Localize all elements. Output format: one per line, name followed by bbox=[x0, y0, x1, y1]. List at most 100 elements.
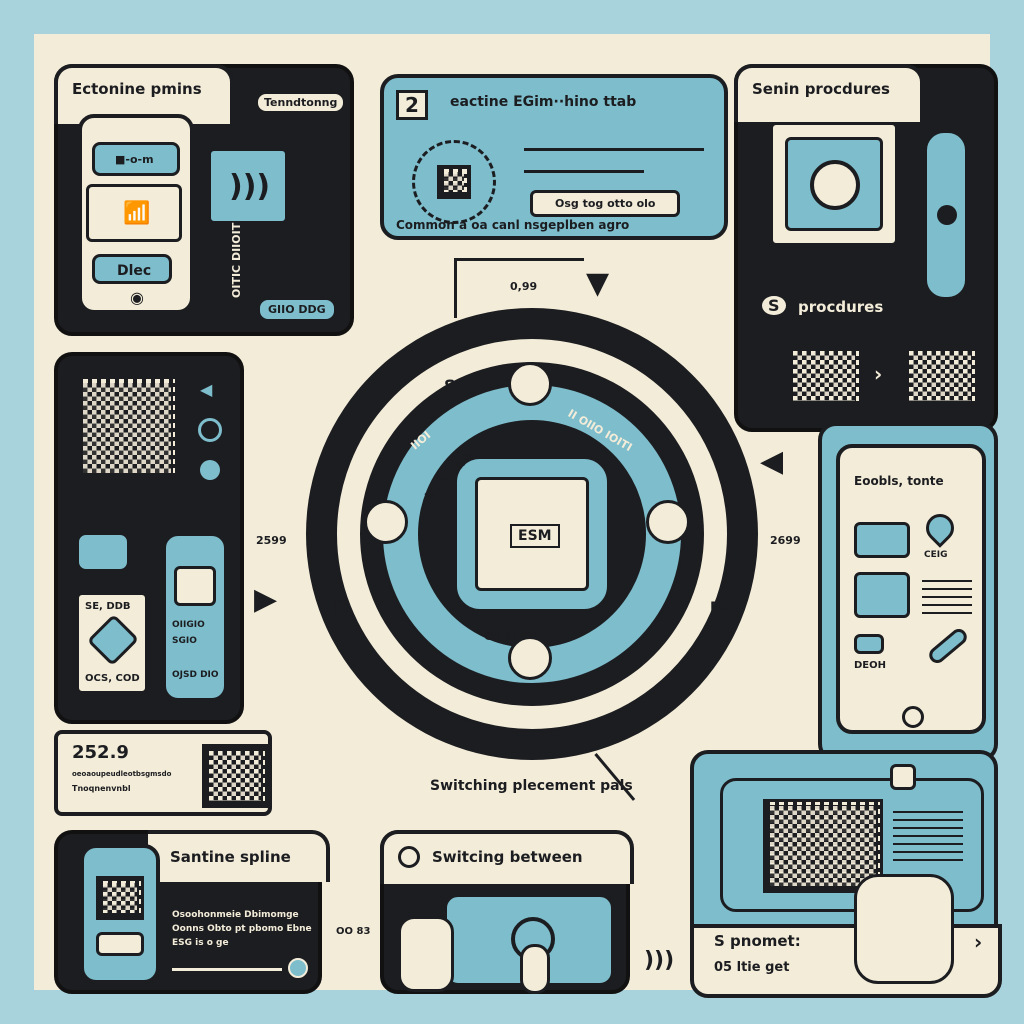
panel-right-phone: Eoobls, tonte CEIG DEOH bbox=[818, 422, 998, 762]
phone-button[interactable]: DEOH bbox=[854, 660, 887, 671]
arrow-left-icon: ◀ bbox=[760, 444, 784, 479]
ring-node-left[interactable] bbox=[364, 500, 408, 544]
card-text-3: OJSD DIO bbox=[172, 670, 219, 680]
finger-icon bbox=[520, 944, 550, 994]
location-pin-icon bbox=[920, 508, 960, 548]
toggle-icon[interactable] bbox=[198, 418, 222, 442]
pen-icon bbox=[926, 625, 970, 667]
scanner-inner bbox=[785, 137, 883, 231]
nfc-wave-icon: ))) bbox=[229, 169, 271, 204]
dot-icon bbox=[200, 460, 220, 480]
stat-box: 252.9 oeoaoupeudleotbsgmsdo Tnoqnenvnbl bbox=[54, 730, 272, 816]
text-lines bbox=[893, 811, 963, 861]
stat-value: 252.9 bbox=[72, 742, 129, 763]
camera-icon bbox=[937, 205, 957, 225]
panel-subtitle: 05 ltie get bbox=[714, 960, 790, 975]
wifi-signal-icon: ))) bbox=[644, 948, 675, 973]
panel-bottom-right: S pnomet: 05 ltie get › bbox=[690, 750, 1002, 998]
qr-code-after bbox=[902, 344, 978, 408]
chevron-right-icon: › bbox=[874, 362, 883, 386]
panel-title: S pnomet: bbox=[714, 932, 801, 950]
home-button[interactable] bbox=[902, 706, 924, 728]
panel-title: Switcing between bbox=[432, 848, 583, 866]
slider-knob[interactable] bbox=[288, 958, 308, 978]
value-top: 0,99 bbox=[510, 280, 538, 293]
panel-caption: Common a oa canl nsgeplben agro bbox=[396, 218, 630, 232]
scanner-frame bbox=[770, 122, 898, 246]
chip-text: GIIO DDG bbox=[258, 298, 336, 321]
value-right: 2699 bbox=[770, 534, 801, 547]
bottom-tiny-label: OO 83 bbox=[336, 926, 371, 937]
phone-illustration: ■-o-m 📶 Dlec ◉ bbox=[78, 114, 194, 314]
arrow-down-icon: ▼ bbox=[586, 266, 610, 301]
qr-code-stat bbox=[202, 744, 268, 808]
ring-text-bottom-left: E bbox=[334, 594, 348, 618]
phone-tile bbox=[96, 932, 144, 956]
magnifier-icon bbox=[810, 160, 860, 210]
esim-chip-label: ESM bbox=[510, 524, 560, 548]
switching-caption: Switching plecement pals bbox=[430, 778, 633, 794]
slider-track[interactable] bbox=[172, 968, 282, 971]
panel-title: eactine EGim··hino ttab bbox=[450, 94, 637, 110]
panel-title-tab bbox=[148, 830, 330, 882]
screen-label: Dlec bbox=[117, 263, 152, 279]
panel-left-mid: ◀ OIIGIO SGIO OJSD DIO SE, DDB OCS, COD bbox=[54, 352, 244, 724]
qr-code-icon bbox=[437, 165, 471, 199]
step-number: 2 bbox=[396, 90, 428, 120]
stat-text: oeoaoupeudleotbsgmsdo bbox=[72, 770, 172, 778]
text-lines bbox=[922, 576, 972, 614]
ring-node-top[interactable] bbox=[508, 362, 552, 406]
panel-bottom-left: Santine spline Osoohonmeie Dbimomge Oonn… bbox=[54, 830, 330, 994]
side-vertical-text: OITIC DIIOIT bbox=[230, 222, 243, 298]
action-button[interactable]: Osg tog otto olo bbox=[530, 190, 681, 217]
tablet-device bbox=[720, 778, 984, 912]
wifi-card: 📶 bbox=[86, 184, 182, 242]
mini-phone: OIIGIO SGIO OJSD DIO bbox=[162, 532, 228, 702]
hand-icon bbox=[398, 916, 454, 992]
panel-top-right: Senin procdures S procdures › bbox=[734, 64, 998, 432]
cube-icon bbox=[86, 613, 140, 667]
procedures-icon: S bbox=[762, 296, 786, 315]
card-text: OIIGIO bbox=[172, 620, 205, 630]
screen-text: ■-o-m bbox=[115, 153, 154, 166]
ring-text-top: S bbox=[444, 376, 456, 395]
stat-text-2: Tnoqnenvnbl bbox=[72, 784, 131, 793]
qr-swap-ring bbox=[412, 140, 496, 224]
panel-title-tab bbox=[380, 830, 634, 884]
small-tile bbox=[854, 634, 884, 654]
value-left: 2599 bbox=[256, 534, 287, 547]
doc-card bbox=[854, 572, 910, 618]
ring-node-right[interactable] bbox=[646, 500, 690, 544]
desc-line-2: Oonns Obto pt pbomo Ebne bbox=[172, 924, 312, 934]
wifi-icon: 📶 bbox=[123, 201, 151, 226]
phone-illustration bbox=[80, 844, 160, 984]
phone-illustration: Eoobls, tonte CEIG DEOH bbox=[836, 444, 986, 734]
lock-icon bbox=[890, 764, 916, 790]
desc-line-1: Osoohonmeie Dbimomge bbox=[172, 910, 299, 920]
box-label-top: SE, DDB bbox=[85, 601, 131, 612]
panel-bottom-center: Switcing between bbox=[380, 830, 634, 994]
chat-bubble-icon bbox=[76, 532, 130, 572]
qr-code-icon bbox=[96, 876, 144, 920]
connector bbox=[454, 258, 584, 261]
procedures-label: procdures bbox=[798, 298, 884, 316]
phone-title: Eoobls, tonte bbox=[854, 474, 944, 488]
esim-chip-inner: ESM bbox=[475, 477, 589, 591]
record-icon bbox=[398, 846, 420, 868]
panel-title: Senin procdures bbox=[752, 80, 890, 98]
hand-pointer-icon bbox=[854, 874, 954, 984]
arrow-right-icon: ▶ bbox=[254, 582, 278, 617]
esim-chip: ESM bbox=[454, 456, 610, 612]
desc-line-3: ESG is o ge bbox=[172, 938, 229, 948]
chevron-right-icon[interactable]: › bbox=[974, 930, 983, 954]
box-card: SE, DDB OCS, COD bbox=[76, 592, 148, 694]
play-icon: ◀ bbox=[200, 380, 213, 399]
panel-top-left: Ectonine pmins Tenndtonng ■-o-m 📶 Dlec ◉… bbox=[54, 64, 354, 336]
qr-code-before bbox=[786, 344, 862, 408]
panel-title-tab bbox=[734, 64, 924, 122]
ring-text-bottom-right: EG bbox=[710, 600, 732, 616]
card-text-2: SGIO bbox=[172, 636, 197, 646]
ring-node-bottom[interactable] bbox=[508, 636, 552, 680]
tag-label: Tenndtonng bbox=[258, 94, 344, 111]
qr-code-large bbox=[76, 376, 178, 480]
